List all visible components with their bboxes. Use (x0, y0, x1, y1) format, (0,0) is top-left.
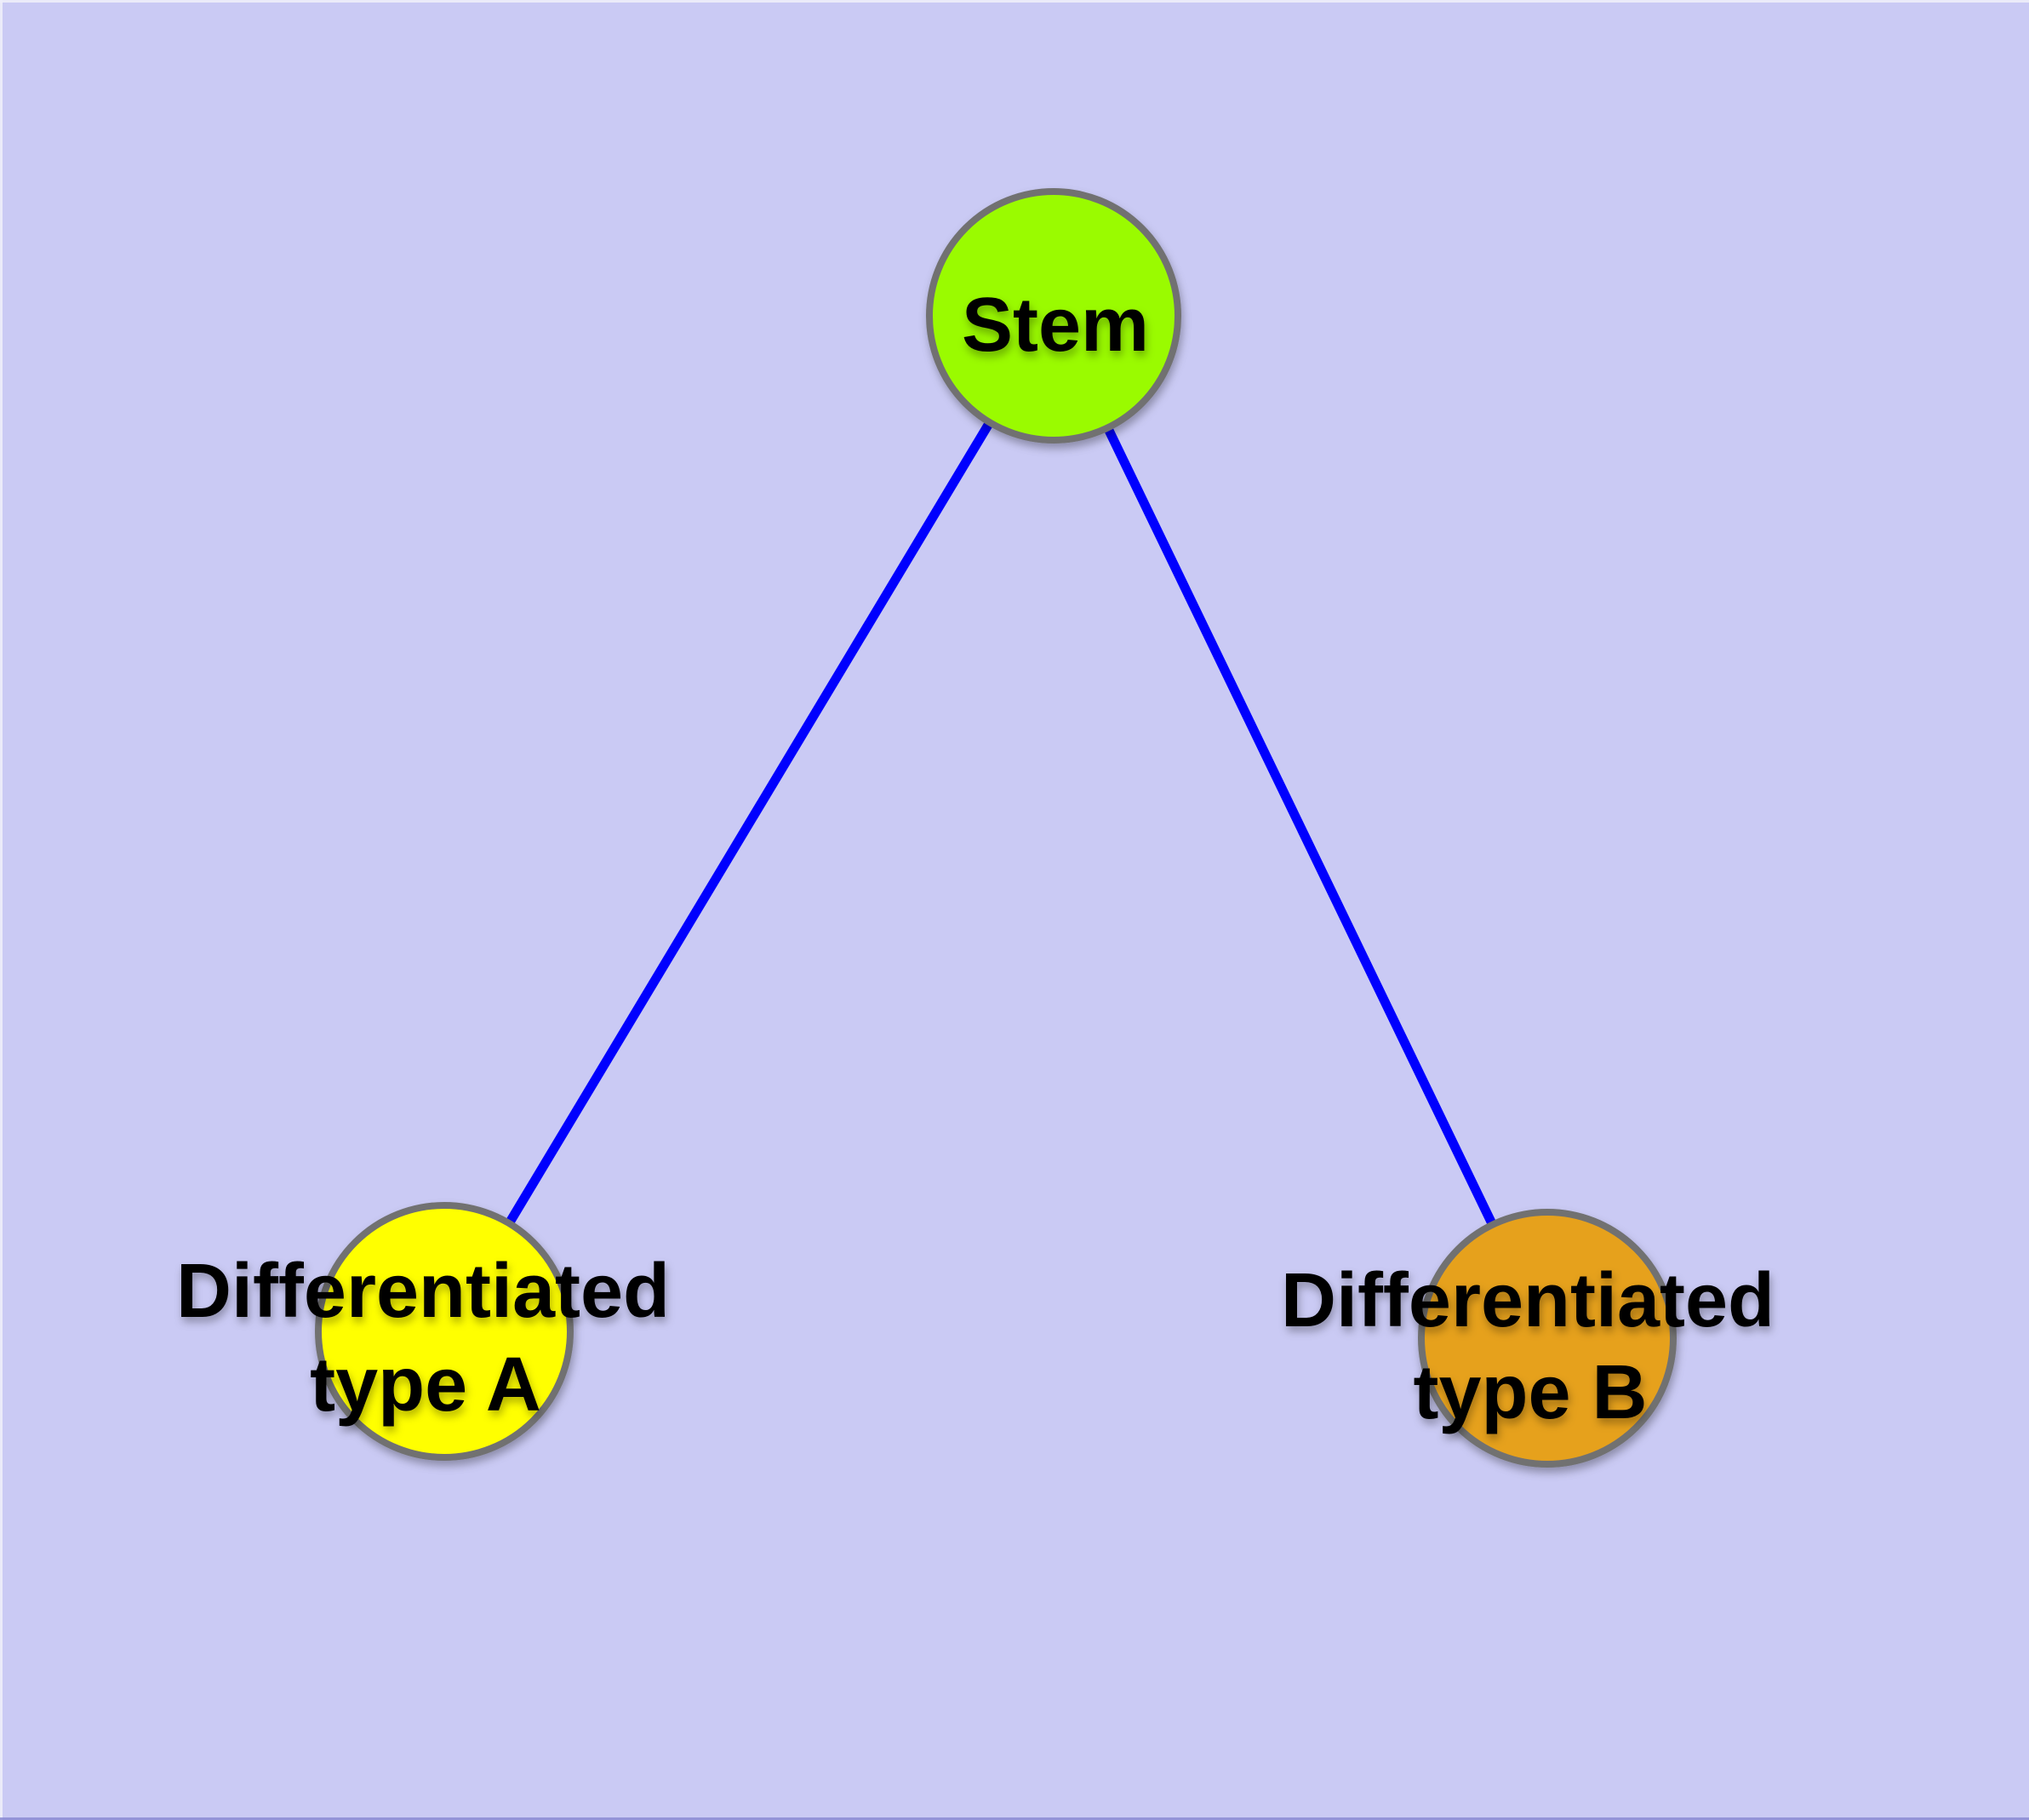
node-differentiated-type-a-label-line2: type A (310, 1342, 541, 1428)
node-differentiated-type-b-label-line1: Differentiated (1281, 1258, 1775, 1343)
left-edge-hairline (0, 0, 3, 1820)
node-stem (926, 188, 1181, 444)
node-stem-label: Stem (962, 283, 1149, 368)
edge-stem-to-type-b (1049, 313, 1552, 1341)
node-differentiated-type-b (1418, 1209, 1677, 1468)
node-differentiated-type-b-label-line2: type B (1413, 1350, 1647, 1435)
top-edge-hairline (0, 0, 2029, 3)
edge-stem-to-type-a (440, 313, 1058, 1334)
node-differentiated-type-a-label-line1: Differentiated (176, 1249, 670, 1334)
node-differentiated-type-a (315, 1202, 574, 1461)
bottom-edge-hairline (0, 1817, 2029, 1820)
